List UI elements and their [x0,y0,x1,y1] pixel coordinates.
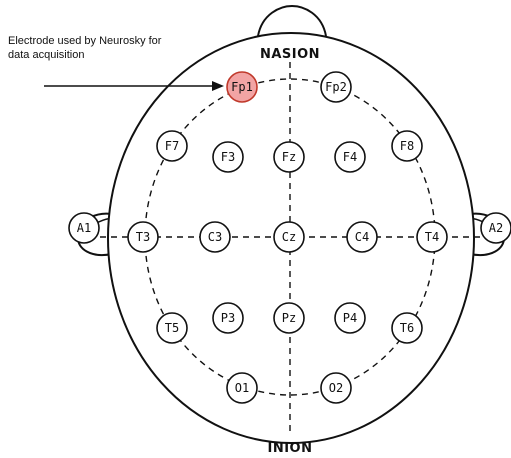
electrode-a1-circle [68,212,100,244]
electrode-c3: C3 [199,221,231,253]
electrode-p3-label: P3 [221,311,235,325]
electrode-t4-label: T4 [425,230,439,244]
electrode-a1-label: A1 [77,221,91,235]
electrode-f3-circle [212,141,244,173]
electrode-pz: Pz [273,302,305,334]
electrode-fp2-circle [320,71,352,103]
electrode-pz-circle [273,302,305,334]
annotation-arrowhead [212,81,224,91]
electrode-f8-circle [391,130,423,162]
electrode-o2-circle [320,372,352,404]
electrode-t3-circle [127,221,159,253]
electrode-c4-label: C4 [355,230,369,244]
electrode-fp1-circle [226,71,258,103]
electrode-fp1-label: Fp1 [231,80,253,94]
electrode-t5-label: T5 [165,321,179,335]
electrode-p3-circle [212,302,244,334]
annotation-line-2: data acquisition [8,49,84,61]
electrode-a1: A1 [68,212,100,244]
inion-label: INION [268,441,313,456]
electrode-f4: F4 [334,141,366,173]
electrode-f7: F7 [156,130,188,162]
electrode-fz: Fz [273,141,305,173]
electrode-p3: P3 [212,302,244,334]
electrode-t3: T3 [127,221,159,253]
electrode-t4: T4 [416,221,448,253]
electrode-fz-label: Fz [282,150,296,164]
electrode-f7-label: F7 [165,139,179,153]
electrode-a2: A2 [480,212,511,244]
electrode-t5-circle [156,312,188,344]
electrode-cz-label: Cz [282,230,296,244]
electrode-a2-label: A2 [489,221,503,235]
electrode-o1: O1 [226,372,258,404]
electrode-f8-label: F8 [400,139,414,153]
electrode-t5: T5 [156,312,188,344]
annotation-line-1: Electrode used by Neurosky for [8,35,162,47]
electrode-pz-label: Pz [282,311,296,325]
electrode-fp2-label: Fp2 [325,80,347,94]
electrode-f3-label: F3 [221,150,235,164]
electrode-f4-circle [334,141,366,173]
electrode-t4-circle [416,221,448,253]
electrode-o2-label: O2 [329,381,343,395]
electrode-a2-circle [480,212,511,244]
electrode-o1-label: O1 [235,381,249,395]
electrode-fp2: Fp2 [320,71,352,103]
electrode-f4-label: F4 [343,150,357,164]
electrode-f8: F8 [391,130,423,162]
electrode-cz-circle [273,221,305,253]
electrode-fz-circle [273,141,305,173]
electrode-f3: F3 [212,141,244,173]
nasion-label: NASION [260,47,320,62]
electrode-o2: O2 [320,372,352,404]
nose-outline [257,4,327,37]
electrode-c3-label: C3 [208,230,222,244]
electrode-t3-label: T3 [136,230,150,244]
electrode-o1-circle [226,372,258,404]
electrode-p4-label: P4 [343,311,357,325]
electrode-f7-circle [156,130,188,162]
electrode-c3-circle [199,221,231,253]
electrode-p4: P4 [334,302,366,334]
electrode-fp1: Fp1 [226,71,258,103]
electrode-c4: C4 [346,221,378,253]
electrode-p4-circle [334,302,366,334]
electrode-t6: T6 [391,312,423,344]
electrode-t6-circle [391,312,423,344]
electrode-c4-circle [346,221,378,253]
electrode-t6-label: T6 [400,321,414,335]
electrode-cz: Cz [273,221,305,253]
